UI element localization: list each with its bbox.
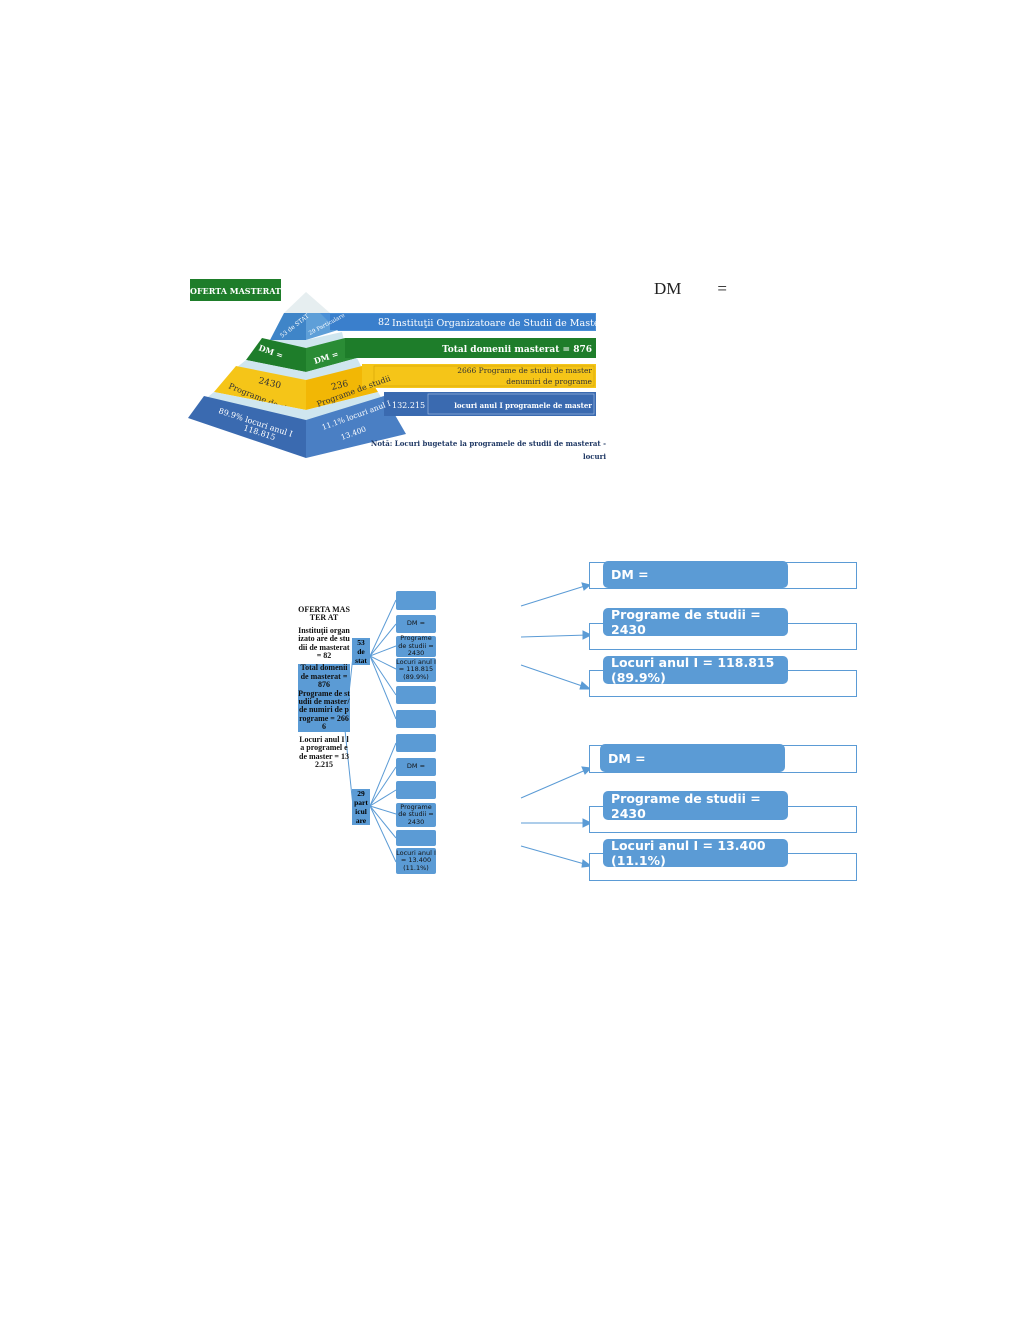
tier4-left-face (188, 396, 306, 458)
root-domenii: Total domenii de masterat = 876 (298, 664, 350, 690)
right-box-programe-stat: Programe de studii = 2430 (603, 607, 788, 637)
tier3-bar-line2: denumiri de programe (506, 377, 592, 386)
oferta-badge-text: OFERTA MASTERAT (190, 286, 281, 296)
tier3-bar-line1: 2666 Programe de studii de master (457, 366, 592, 375)
tier3-right-face (306, 366, 378, 410)
tier2-bar-text: Total domenii masterat = 876 (442, 345, 592, 355)
tier3-left-face (214, 366, 306, 410)
tier1-bar-num: 82 (378, 317, 390, 328)
tier4-bar-text: locuri anul I programele de master (454, 401, 592, 410)
part-node-3 (396, 781, 436, 799)
pyramid-note-line2: locuri (583, 452, 606, 461)
tier4-right-face (306, 396, 406, 458)
part-node-5 (396, 830, 436, 846)
stat-node-dm: DM = (396, 615, 436, 633)
stat-node-locuri: Locuri anul I = 118.815 (89.9%) (396, 657, 436, 682)
tier3-bar (362, 364, 596, 388)
stat-node-5 (396, 686, 436, 704)
tier1-bar-text: Instituţii Organizatoare de Studii de Ma… (392, 318, 614, 329)
tier1-left-face (270, 313, 306, 340)
part-node-programe: Programe de studii = 2430 (396, 803, 436, 827)
root-institutii: Instituţii organizato are de studii de m… (298, 625, 350, 661)
right-box-programe-part: Programe de studii = 2430 (603, 791, 788, 821)
right-box-locuri-part: Locuri anul I = 13.400 (11.1%) (603, 838, 788, 868)
right-box-dm-stat: DM = (603, 561, 788, 588)
pyramid-note-line1: Notă: Locuri bugetate la programele de s… (371, 439, 606, 448)
dm-text: DM (654, 279, 682, 298)
right-box-locuri-stat: Locuri anul I = 118.815 (89.9%) (603, 655, 788, 685)
root-title: OFERTA MASTER AT (298, 605, 350, 623)
tier4-bar (384, 392, 596, 416)
root-locuri: Locuri anul I la programel e de master =… (299, 734, 349, 769)
stat-node-6 (396, 710, 436, 728)
dm-equals: = (717, 279, 727, 298)
tier4-bar-num: 132.215 (392, 401, 425, 410)
part-node-locuri: Locuri anul I = 13.400 (11.1%) (396, 848, 436, 874)
part-node-dm: DM = (396, 758, 436, 776)
oferta-badge (190, 279, 281, 301)
pyramid-diagram: OFERTA MASTERAT 53 de STAT 29 Particular… (188, 279, 614, 461)
tier3-right-num: 236 (330, 379, 349, 393)
part-node-1 (396, 734, 436, 752)
stat-node-programe: Programe de studii = 2430 (396, 635, 436, 657)
tree-root-column: OFERTA MASTER AT Instituţii organizato a… (298, 605, 350, 769)
dm-label-top: DM = (654, 279, 727, 299)
tree-connectors (344, 582, 593, 868)
right-box-dm-part: DM = (600, 744, 785, 772)
branch-part: 29 part icul are (352, 789, 370, 825)
stat-node-1 (396, 591, 436, 610)
branch-stat: 53 de stat (352, 638, 370, 665)
tier2-bar (345, 338, 596, 358)
tier2-left-face (246, 338, 306, 372)
tier2-right-face (306, 338, 357, 372)
root-programe: Programe de studii de master/de numiri d… (298, 688, 350, 732)
